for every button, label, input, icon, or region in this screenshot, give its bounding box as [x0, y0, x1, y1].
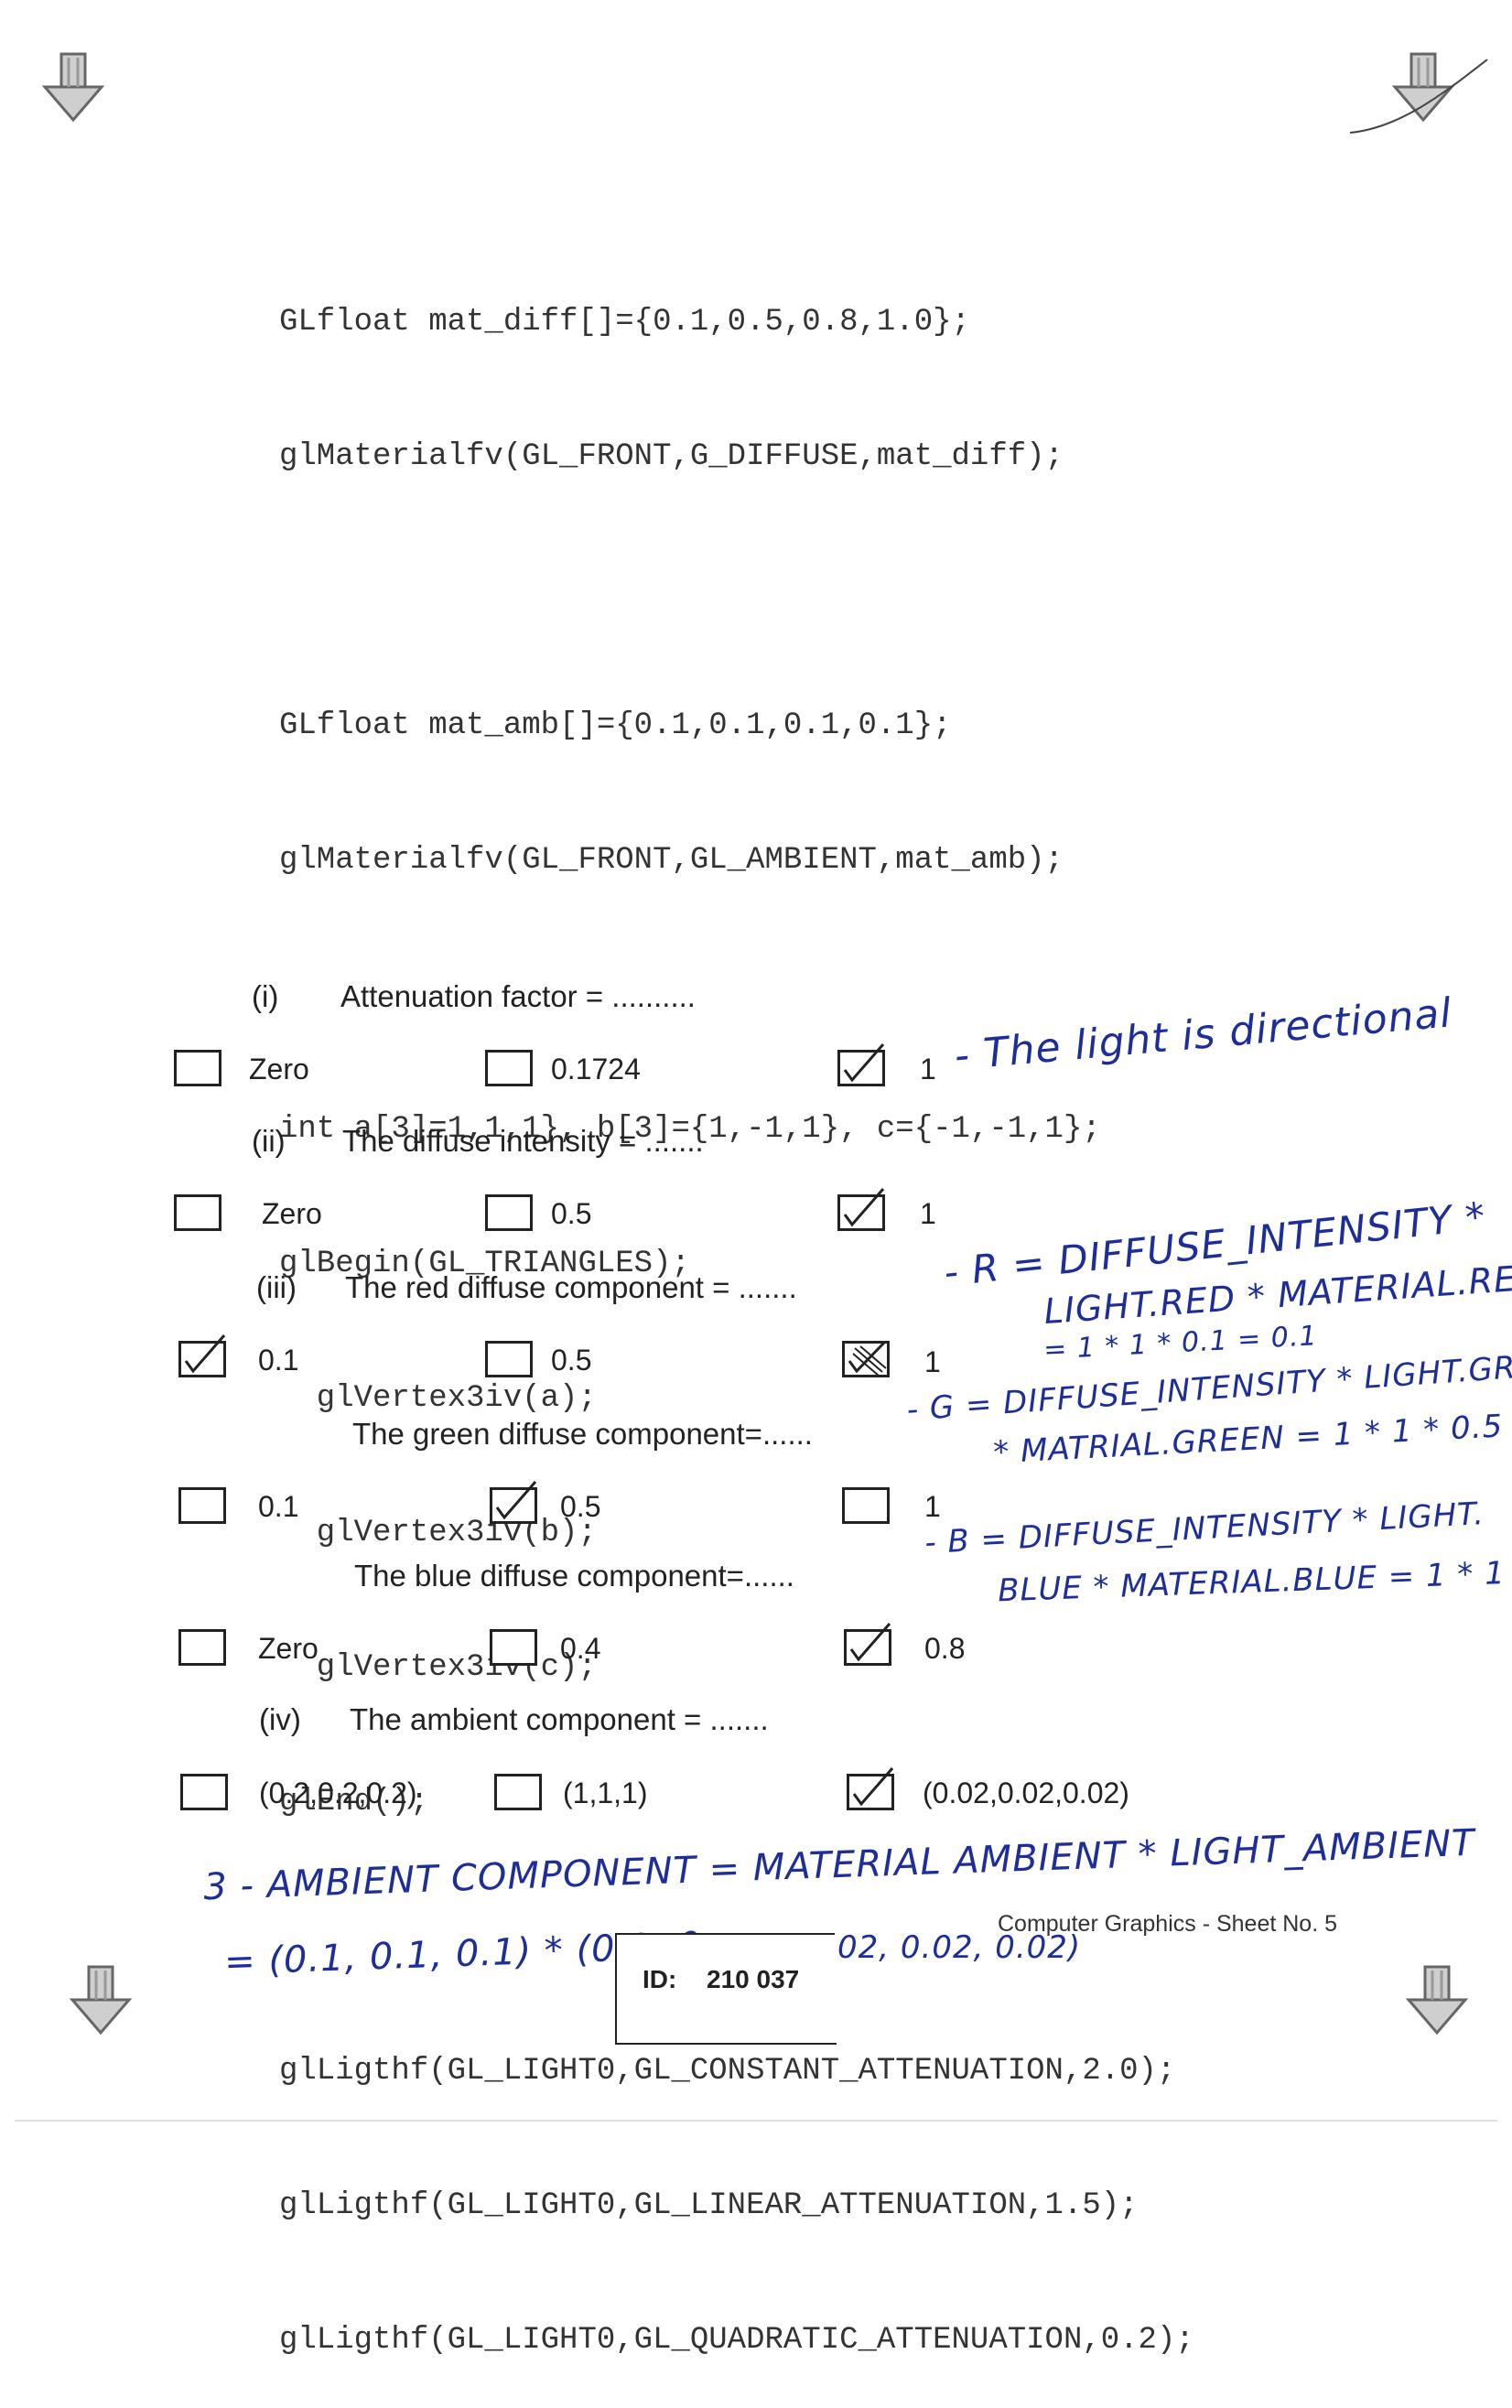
option-checkbox[interactable]: [490, 1629, 537, 1666]
option-checkbox[interactable]: [174, 1050, 221, 1086]
option-checkbox[interactable]: [485, 1194, 533, 1231]
check-mark-icon: [495, 1481, 537, 1520]
option-checkbox-checked[interactable]: [844, 1623, 891, 1666]
option-checkbox[interactable]: [494, 1774, 542, 1810]
code-line: glMaterialfv(GL_FRONT,GL_AMBIENT,mat_amb…: [279, 843, 1064, 878]
id-stamp: ID: 210 037: [615, 1933, 837, 2045]
option-checkbox[interactable]: [174, 1194, 221, 1231]
option-checkbox[interactable]: [178, 1487, 226, 1524]
code-line: glVertex3iv(b);: [279, 1516, 597, 1550]
option-checkbox[interactable]: [178, 1629, 226, 1666]
option-label: 1: [920, 1053, 936, 1085]
option-checkbox[interactable]: [485, 1341, 533, 1377]
down-arrow-icon: [1405, 1965, 1469, 2035]
question-number: (ii): [252, 1124, 286, 1158]
code-line: glEnd();: [279, 1785, 429, 1819]
option-label: (0.2,0.2,0.2): [259, 1776, 417, 1809]
cross-mark-icon: [848, 1341, 887, 1377]
option-checkbox-checked[interactable]: [490, 1481, 537, 1524]
question-text: The diffuse intensity = .......: [342, 1124, 704, 1158]
code-line: glBegin(GL_TRIANGLES);: [279, 1247, 690, 1281]
down-arrow-icon: [1391, 52, 1455, 123]
code-line: GLfloat mat_amb[]={0.1,0.1,0.1,0.1};: [279, 708, 952, 743]
question-number: (iii): [256, 1270, 297, 1304]
check-mark-icon: [843, 1188, 885, 1227]
id-label: ID:: [643, 1965, 677, 1993]
option-label: Zero: [249, 1053, 309, 1085]
option-checkbox[interactable]: [485, 1050, 533, 1086]
code-line: glLigthf(GL_LIGHT0,GL_QUADRATIC_ATTENUAT…: [279, 2323, 1194, 2358]
option-label: 0.1: [258, 1344, 299, 1377]
code-line: GLfloat mat_diff[]={0.1,0.5,0.8,1.0};: [279, 305, 970, 340]
sheet-title: Computer Graphics - Sheet No. 5: [998, 1911, 1337, 1937]
question-number: (i): [252, 979, 279, 1013]
question-number: (iv): [259, 1702, 301, 1736]
option-label: Zero: [262, 1197, 322, 1230]
check-mark-icon: [843, 1043, 885, 1083]
option-label: 0.5: [560, 1490, 601, 1523]
question-text: The green diffuse component=......: [352, 1417, 813, 1451]
pen-stroke-mark: [1349, 59, 1488, 134]
id-stamp-top-edge: [615, 1933, 835, 1935]
option-label: Zero: [258, 1632, 319, 1665]
option-label: 1: [920, 1197, 936, 1230]
option-label: (1,1,1): [563, 1776, 648, 1809]
check-mark-icon: [852, 1767, 894, 1807]
option-label: 1: [924, 1345, 941, 1378]
option-label: (0.02,0.02,0.02): [923, 1776, 1129, 1809]
code-block: GLfloat mat_diff[]={0.1,0.5,0.8,1.0}; gl…: [279, 211, 1194, 2408]
page-edge: [15, 2120, 1497, 2122]
down-arrow-icon: [69, 1965, 133, 2035]
check-mark-icon: [849, 1623, 891, 1662]
option-checkbox-checked[interactable]: [178, 1334, 226, 1377]
option-label: 0.5: [551, 1197, 592, 1230]
check-mark-icon: [184, 1334, 226, 1374]
question-text: Attenuation factor = ..........: [340, 979, 696, 1013]
question-text: The ambient component = .......: [350, 1702, 769, 1736]
code-line: [279, 569, 1194, 614]
code-line: glVertex3iv(a);: [279, 1381, 597, 1416]
option-label: 0.5: [551, 1344, 592, 1377]
code-line: glVertex3iv(c);: [279, 1650, 597, 1685]
option-checkbox[interactable]: [842, 1487, 890, 1524]
handwritten-note: 02, 0.02, 0.02): [837, 1929, 1082, 1966]
option-checkbox-checked[interactable]: [847, 1767, 894, 1810]
question-text: The red diffuse component = .......: [345, 1270, 797, 1304]
option-checkbox-checked[interactable]: [837, 1043, 885, 1086]
code-line: glMaterialfv(GL_FRONT,G_DIFFUSE,mat_diff…: [279, 439, 1064, 474]
id-value: 210 037: [707, 1965, 800, 1993]
code-line: glLigthf(GL_LIGHT0,GL_CONSTANT_ATTENUATI…: [279, 2054, 1176, 2089]
option-checkbox-crossed[interactable]: [842, 1341, 890, 1377]
option-label: 0.1: [258, 1490, 299, 1523]
option-label: 0.4: [560, 1632, 601, 1665]
code-line: glLigthf(GL_LIGHT0,GL_LINEAR_ATTENUATION…: [279, 2188, 1139, 2223]
option-label: 0.8: [924, 1632, 966, 1665]
option-checkbox-checked[interactable]: [837, 1188, 885, 1231]
option-checkbox[interactable]: [180, 1774, 228, 1810]
option-label: 1: [924, 1490, 941, 1523]
option-label: 0.1724: [551, 1053, 641, 1085]
down-arrow-icon: [41, 52, 105, 123]
question-text: The blue diffuse component=......: [354, 1559, 794, 1593]
code-line: int a[3]=1,1,1}, b[3]={1,-1,1}, c={-1,-1…: [279, 1112, 1101, 1147]
